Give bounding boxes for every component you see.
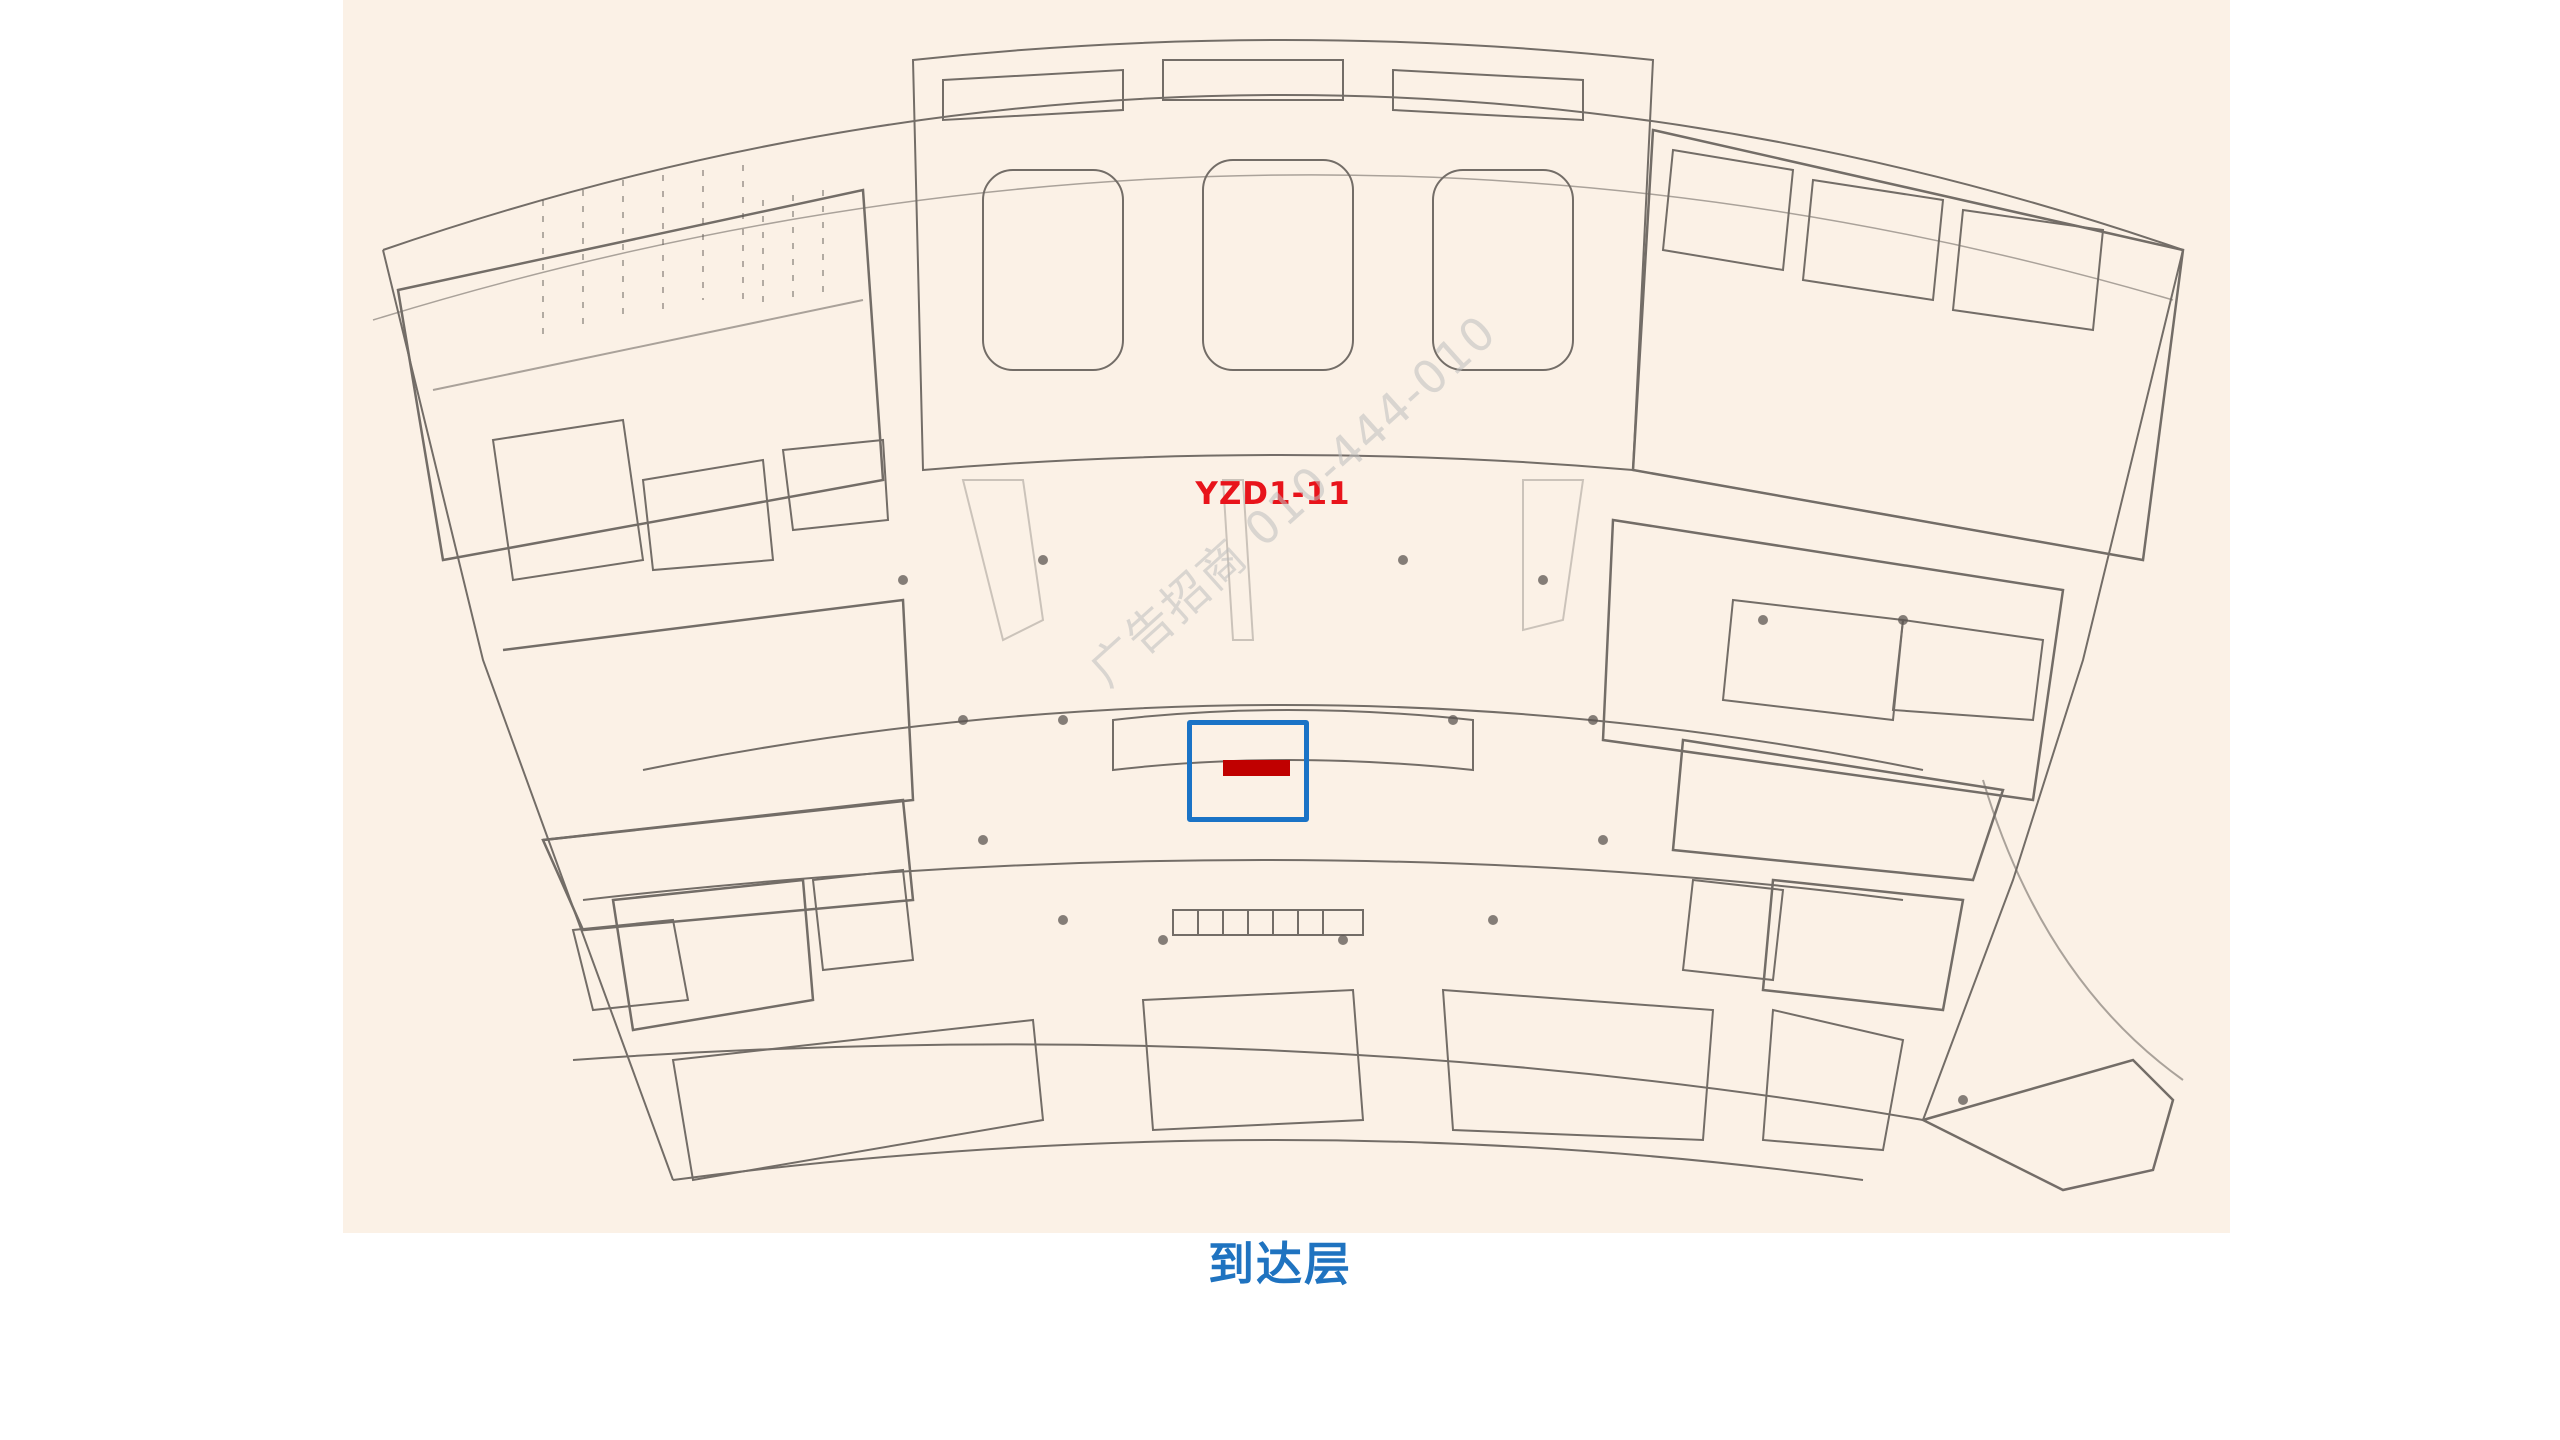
floor-plan-map: YZD1-11 广告招商 010-444-010	[343, 0, 2230, 1233]
ad-location-highlight-box	[1187, 720, 1309, 822]
ad-location-marker	[1223, 760, 1290, 776]
floor-plan-drawing	[372, 39, 2185, 1192]
floor-caption: 到达层	[1208, 1237, 1352, 1291]
ad-location-code: YZD1-11	[1195, 476, 1351, 512]
